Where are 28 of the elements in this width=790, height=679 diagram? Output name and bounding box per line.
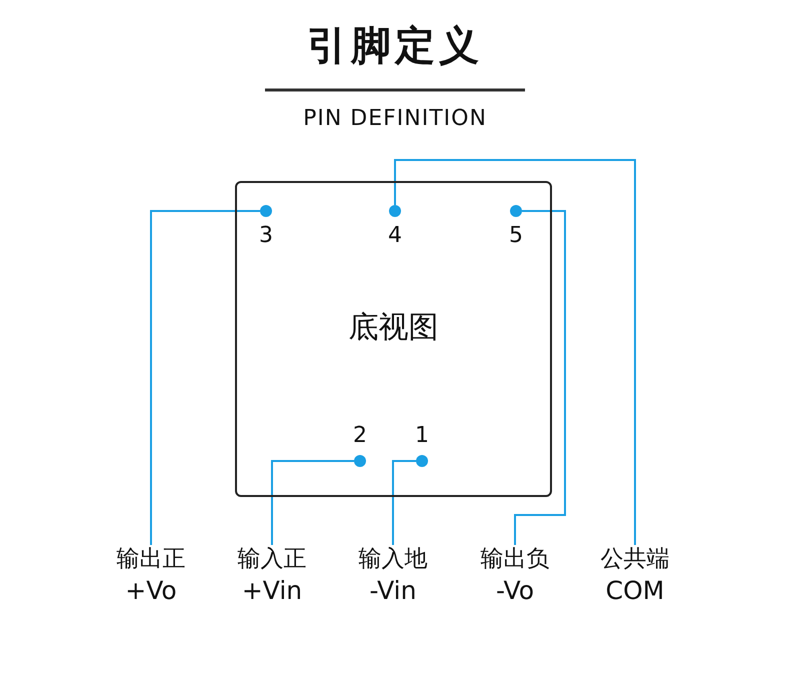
pin-symbol-label: COM [604,575,666,607]
pin-symbol-label: +Vo [124,575,178,607]
pin-number: 2 [352,423,368,448]
pin-function-label: 公共端 [600,545,670,574]
view-label: 底视图 [348,309,440,347]
pin-dot [389,205,401,217]
pin-number: 3 [258,223,274,248]
pin-dot [510,205,522,217]
connector-line [150,210,260,545]
pin-number: 1 [414,423,430,448]
pin-dot [416,455,428,467]
pin-number: 5 [508,223,524,248]
pin-dot [260,205,272,217]
pin-function-label: 输入正 [236,545,308,574]
pin-number: 4 [387,223,403,248]
pin-function-label: 输出正 [116,545,186,574]
module-outline [235,181,552,497]
subtitle: PIN DEFINITION [302,106,488,131]
pin-function-label: 输出负 [480,545,550,574]
pin-symbol-label: +Vin [240,575,304,607]
pin-symbol-label: -Vo [494,575,535,607]
connector-line [392,460,416,545]
connector-line [394,159,636,545]
connector-line [271,460,354,545]
title: 引脚定义 [306,22,484,71]
pin-dot [354,455,366,467]
pin-symbol-label: -Vin [368,575,418,607]
pin-function-label: 输入地 [358,545,428,574]
